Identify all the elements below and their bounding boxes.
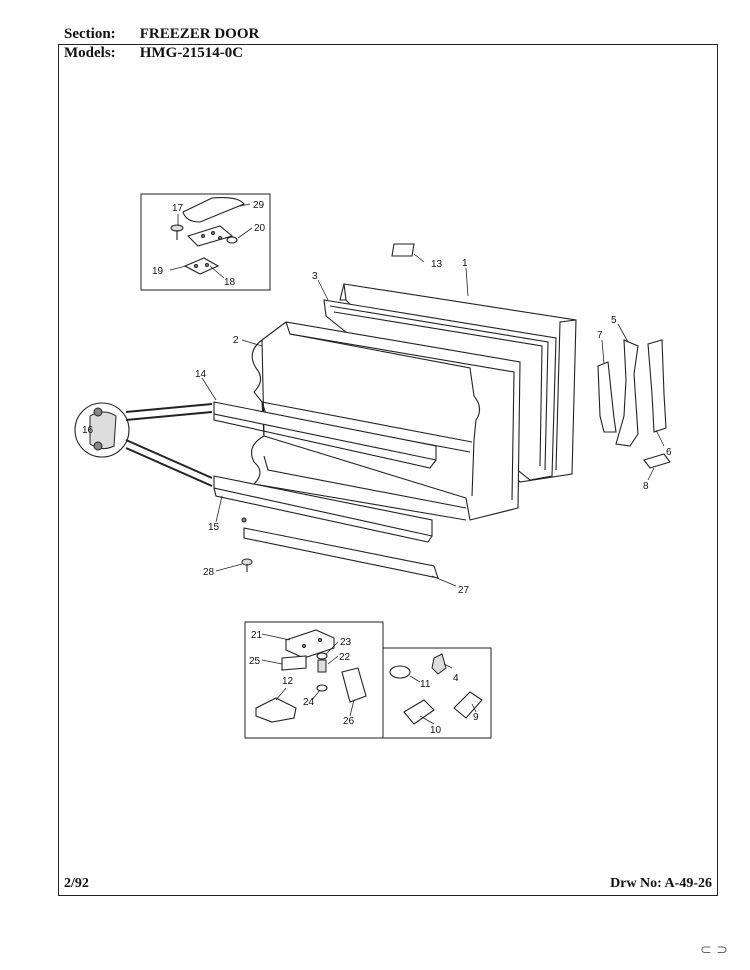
- part-22-hinge-pin: [317, 659, 327, 673]
- rail-edge: [213, 487, 433, 543]
- callout-12: 12: [282, 676, 294, 687]
- part-5-hinge: [615, 339, 639, 447]
- part-21-hinge-bracket: [285, 629, 335, 659]
- part-13-label-plate: [391, 243, 415, 257]
- part-19-backing-plate: [183, 257, 220, 275]
- inset-box-door-stop-parts: [382, 647, 492, 739]
- liner-side-wall-lower: [471, 439, 475, 497]
- callout-7: 7: [597, 330, 603, 341]
- callout-19: 19: [152, 266, 164, 277]
- callout-14: 14: [195, 369, 207, 380]
- inset-box-handle-parts: [140, 193, 271, 291]
- plate-hole: [205, 263, 209, 267]
- section-title: FREEZER DOOR: [139, 26, 260, 42]
- detail-leader: [125, 411, 213, 421]
- callout-20: 20: [254, 223, 266, 234]
- end-cap-peg: [93, 441, 103, 451]
- section-label: Section:: [64, 26, 116, 42]
- callout-15: 15: [208, 522, 220, 533]
- callout-16: 16: [82, 425, 94, 436]
- plate-hole: [201, 234, 205, 238]
- corner-mark: ⊂ ⊃: [700, 942, 728, 958]
- detail-leader: [125, 447, 213, 487]
- callout-5: 5: [611, 315, 617, 326]
- bracket-hole: [302, 644, 306, 648]
- part-25-shim: [281, 655, 307, 671]
- drawing-number: Drw No: A-49-26: [610, 876, 712, 891]
- callout-10: 10: [430, 725, 442, 736]
- callout-25: 25: [249, 656, 261, 667]
- panel-edge: [339, 283, 346, 301]
- callout-27: 27: [458, 585, 470, 596]
- part-10-stop-bracket: [403, 699, 435, 725]
- callout-23: 23: [340, 637, 352, 648]
- part-23-washer: [316, 652, 328, 660]
- callout-3: 3: [312, 271, 318, 282]
- end-cap-peg: [93, 407, 103, 417]
- part-9-stop-bracket: [453, 691, 483, 719]
- plate-hole: [218, 236, 222, 240]
- callout-6: 6: [666, 447, 672, 458]
- models-header: Models: HMG-21514-0C: [64, 45, 243, 62]
- panel-edge: [555, 319, 577, 471]
- part-2-door-liner: [261, 321, 521, 521]
- detail-leader: [125, 403, 213, 413]
- callout-4: 4: [453, 673, 459, 684]
- liner-side-wall: [289, 333, 481, 441]
- part-26-hinge-plate: [341, 667, 367, 703]
- detail-leader: [125, 439, 213, 479]
- part-15-lower-shelf-rail: [213, 475, 433, 537]
- shelf-edge: [263, 455, 467, 509]
- model-number: HMG-21514-0C: [139, 45, 244, 61]
- callout-11: 11: [420, 679, 431, 690]
- rail-end-cap: [89, 411, 117, 450]
- models-label: Models:: [64, 45, 116, 61]
- part-12-hinge-base: [255, 697, 297, 723]
- plate-hole: [211, 231, 215, 235]
- revision-date: 2/92: [64, 876, 89, 891]
- callout-17: 17: [172, 203, 184, 214]
- part-6-hinge-cover: [647, 339, 667, 433]
- callout-24: 24: [303, 697, 315, 708]
- callout-21: 21: [251, 630, 263, 641]
- callout-8: 8: [643, 481, 649, 492]
- section-header: Section: FREEZER DOOR: [64, 26, 259, 43]
- part-7-hinge-bracket: [597, 361, 617, 433]
- liner-top-shelf-contour: [251, 339, 473, 443]
- callout-29: 29: [253, 200, 265, 211]
- drawing-frame: [58, 44, 718, 896]
- gasket-inner-line: [333, 311, 543, 467]
- gasket-inner-line: [329, 305, 549, 471]
- leader-lines: [169, 203, 665, 725]
- part-8-hinge-pin-plate: [643, 453, 671, 469]
- part-20-washer: [226, 236, 238, 244]
- liner-lower-contour: [251, 401, 467, 521]
- part-18-handle-plate: [186, 225, 234, 247]
- callout-28: 28: [203, 567, 215, 578]
- plate-hole: [194, 264, 198, 268]
- callout-18: 18: [224, 277, 236, 288]
- callout-13: 13: [431, 259, 443, 270]
- callout-26: 26: [343, 716, 355, 727]
- part-11-plug: [389, 665, 411, 679]
- part-29-handle-cap: [182, 197, 245, 223]
- callout-2: 2: [233, 335, 239, 346]
- callout-22: 22: [339, 652, 351, 663]
- part-4-door-stop: [431, 653, 447, 675]
- liner-flange: [285, 321, 515, 501]
- trim-screw-hole: [241, 517, 247, 523]
- bracket-hole: [318, 638, 322, 642]
- rail-edge: [213, 414, 437, 469]
- part-27-bottom-trim: [243, 527, 439, 579]
- part-24-washer: [316, 684, 328, 692]
- callout-9: 9: [473, 712, 479, 723]
- callout-1: 1: [462, 258, 468, 269]
